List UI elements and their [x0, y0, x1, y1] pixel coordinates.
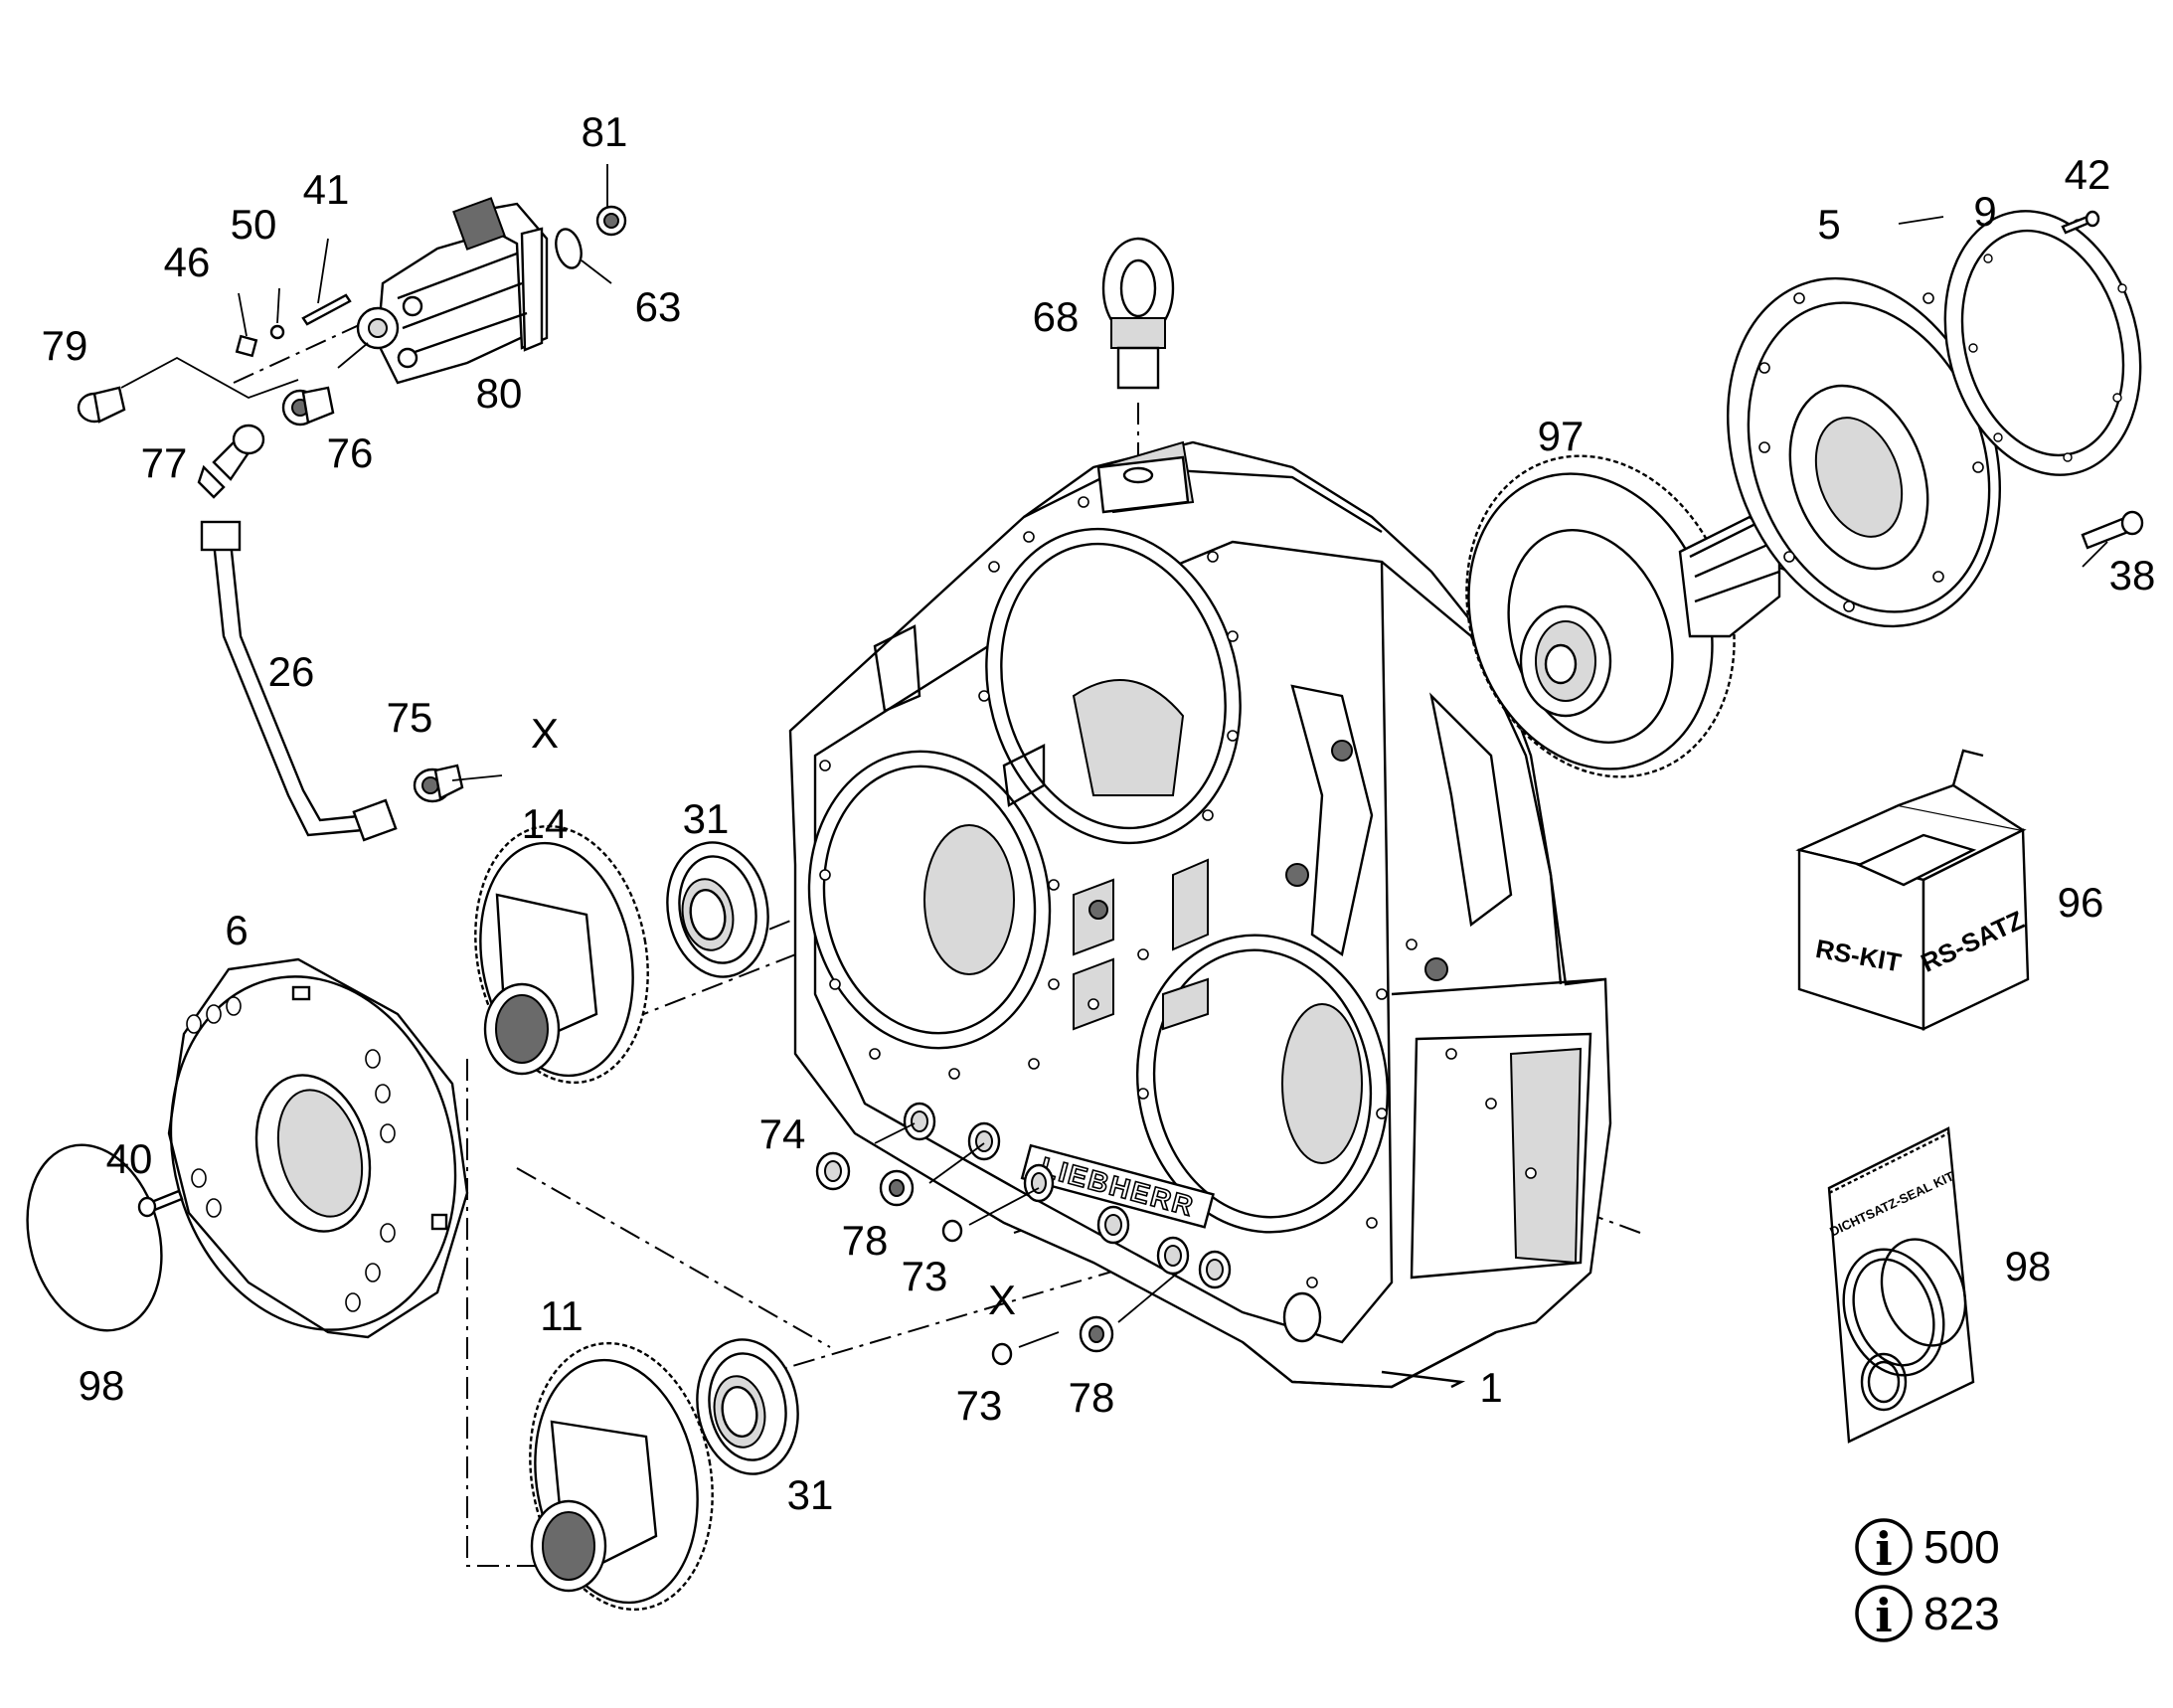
label-31-bottom: 31	[787, 1471, 834, 1518]
plug-78-lower	[1079, 1315, 1114, 1353]
label-74: 74	[759, 1110, 806, 1157]
elbow-fitting-77	[197, 424, 265, 499]
label-1: 1	[1479, 1364, 1502, 1411]
info-reference-500[interactable]: i 500	[1855, 1518, 2000, 1576]
label-63: 63	[635, 283, 682, 330]
info-number-823[interactable]: 823	[1923, 1588, 2000, 1639]
washer-50	[269, 324, 285, 340]
fitting-79	[77, 386, 126, 424]
eye-bolt-68	[1101, 237, 1175, 390]
gearbox-housing: LIEBHERR	[788, 440, 1612, 1389]
o-ring-63	[555, 228, 583, 269]
label-81: 81	[582, 108, 628, 155]
seal-kit-bag-98: DICHTSATZ-SEAL KIT	[1827, 1126, 1975, 1444]
info-icon-glyph: i	[1875, 1589, 1892, 1642]
label-78-upper: 78	[842, 1217, 889, 1264]
label-79: 79	[42, 322, 88, 369]
label-98-left: 98	[79, 1362, 125, 1409]
label-77: 77	[141, 439, 188, 486]
plug-78-upper	[879, 1169, 915, 1207]
fitting-76	[281, 386, 335, 427]
label-78-lower: 78	[1069, 1374, 1115, 1421]
label-41: 41	[303, 166, 350, 213]
label-14: 14	[522, 800, 569, 847]
label-80: 80	[476, 370, 523, 417]
label-5: 5	[1817, 201, 1840, 248]
label-96: 96	[2058, 879, 2104, 926]
label-75: 75	[387, 694, 433, 741]
cover-6	[167, 957, 469, 1339]
label-50: 50	[231, 201, 277, 248]
label-26: 26	[268, 648, 315, 695]
label-97: 97	[1538, 413, 1585, 459]
leader-lines	[120, 164, 2108, 1348]
nut-46	[235, 334, 258, 358]
bearing-31-top	[666, 841, 769, 978]
rs-kit-box-96: RS-KIT RS-SATZ	[1795, 749, 2030, 1031]
screw-42	[2061, 210, 2100, 235]
label-11: 11	[540, 1292, 584, 1339]
screw-40	[137, 1189, 184, 1218]
part-labels: 81 41 50 46 79 63 80 77 76 26 75 X 68 5 …	[42, 108, 2156, 1518]
fitting-75	[413, 764, 464, 803]
label-40: 40	[106, 1135, 153, 1182]
plug-81	[595, 205, 627, 237]
label-9: 9	[1973, 188, 1996, 235]
gear-shaft-97	[1465, 454, 1781, 778]
cover-5	[1727, 276, 2001, 628]
info-icon	[1855, 1585, 1913, 1642]
info-icon-glyph: i	[1875, 1522, 1892, 1576]
label-x-top: X	[531, 710, 559, 757]
screw-38	[2081, 510, 2144, 550]
plug-74	[815, 1151, 851, 1191]
label-76: 76	[327, 429, 374, 476]
label-46: 46	[164, 239, 211, 285]
gear-14	[474, 824, 649, 1085]
label-98-right: 98	[2005, 1243, 2052, 1289]
gear-11	[529, 1341, 714, 1612]
pipe-26	[200, 520, 398, 842]
label-73-lower: 73	[956, 1382, 1003, 1429]
info-number-500[interactable]: 500	[1923, 1521, 2000, 1573]
label-x-mid: X	[988, 1277, 1016, 1323]
label-42: 42	[2065, 151, 2111, 198]
gasket-9	[1943, 210, 2142, 476]
label-6: 6	[225, 907, 248, 953]
info-reference-823[interactable]: i 823	[1855, 1585, 2000, 1642]
bearing-31-bottom	[696, 1338, 799, 1475]
hydraulic-pump-80	[356, 197, 549, 385]
plug-73-lower	[991, 1342, 1013, 1366]
pin-41	[301, 293, 352, 326]
label-68: 68	[1033, 293, 1080, 340]
label-38: 38	[2109, 552, 2156, 598]
o-ring-98	[26, 1143, 163, 1332]
label-73-upper: 73	[902, 1253, 948, 1299]
info-icon	[1855, 1518, 1913, 1576]
plug-73-upper	[941, 1219, 963, 1243]
label-31-top: 31	[683, 795, 730, 842]
